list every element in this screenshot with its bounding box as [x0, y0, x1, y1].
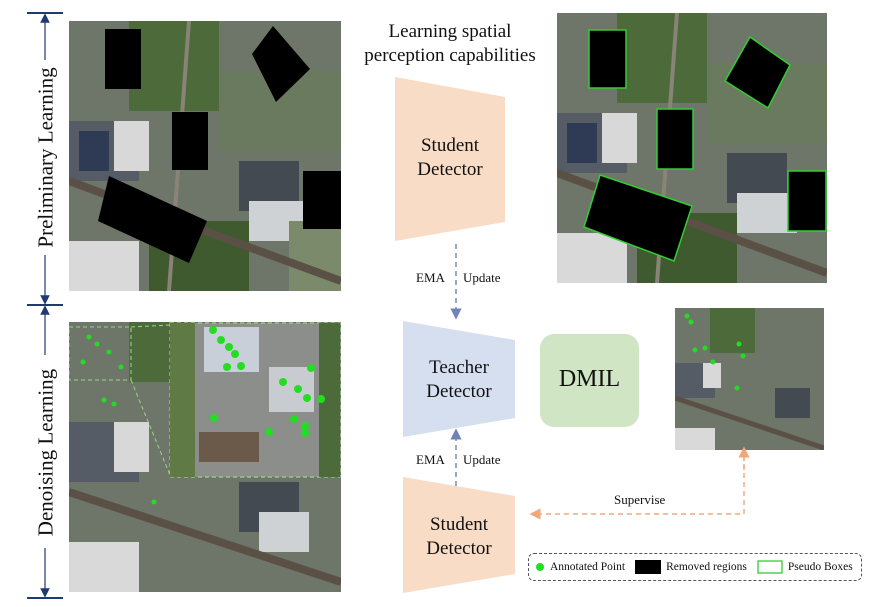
legend-removed: Removed regions: [635, 559, 747, 575]
teacher-detector: Teacher Detector: [403, 356, 515, 404]
student-bottom-line2: Detector: [403, 537, 515, 561]
teacher-line1: Teacher: [403, 356, 515, 380]
ema-left-bottom: EMA: [416, 452, 445, 468]
ema-right-bottom: Update: [463, 452, 501, 468]
legend: Annotated Point Removed regions Pseudo B…: [528, 553, 862, 581]
dmil-label: DMIL: [540, 366, 639, 393]
teacher-line2: Detector: [403, 380, 515, 404]
legend-pseudo-label: Pseudo Boxes: [788, 561, 853, 573]
pseudo-box-icon: [757, 560, 783, 574]
student-detector-bottom: Student Detector: [403, 513, 515, 561]
ema-left-top: EMA: [416, 270, 445, 286]
ema-right-top: Update: [463, 270, 501, 286]
legend-annotated: Annotated Point: [535, 561, 625, 573]
student-detector-top: Student Detector: [395, 134, 505, 182]
student-bottom-line1: Student: [403, 513, 515, 537]
removed-region-icon: [635, 559, 661, 575]
legend-removed-label: Removed regions: [666, 561, 747, 573]
legend-annotated-label: Annotated Point: [550, 561, 625, 573]
supervise-label: Supervise: [614, 492, 665, 508]
student-top-line2: Detector: [395, 158, 505, 182]
student-top-line1: Student: [395, 134, 505, 158]
annotated-point-icon: [535, 562, 545, 572]
legend-pseudo: Pseudo Boxes: [757, 560, 853, 574]
